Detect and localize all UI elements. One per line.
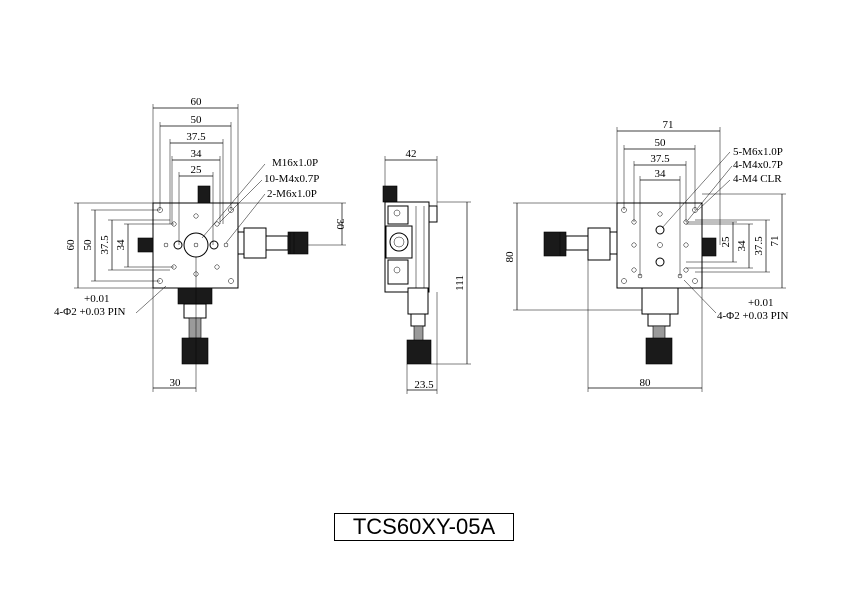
side-width: 42 [406, 148, 417, 160]
right-plate [616, 202, 703, 289]
left-pin-tol: +0.01 [84, 293, 109, 305]
right-w0: 71 [663, 119, 674, 131]
left-h0: 60 [65, 239, 77, 251]
right-pin-tol: +0.01 [748, 297, 773, 309]
right-callout-m6: 5-M6x1.0P [733, 146, 783, 158]
left-h1: 50 [82, 239, 94, 251]
left-callout-m4: 10-M4x0.7P [264, 173, 319, 185]
right-left-height: 80 [504, 251, 516, 263]
left-width-dims [152, 104, 239, 245]
left-mount-holes [157, 207, 234, 284]
left-callout-m16: M16x1.0P [272, 157, 318, 169]
left-height-dims [74, 202, 346, 289]
side-bottom: 23.5 [414, 379, 434, 391]
right-h1: 34 [736, 240, 748, 252]
right-side-knob [701, 237, 717, 257]
right-callout-leaders [661, 151, 733, 314]
left-w1: 50 [191, 114, 203, 126]
left-h2: 37.5 [99, 235, 111, 255]
right-w3: 34 [655, 168, 667, 180]
right-left-micrometer [543, 227, 618, 261]
side-top-knob [382, 185, 398, 203]
left-bottom-micrometer [177, 287, 213, 365]
left-callout-leaders [135, 163, 266, 314]
left-w4: 25 [191, 164, 203, 176]
right-height-dims [686, 193, 786, 289]
right-bottom-width: 80 [640, 377, 652, 389]
left-top-knob [197, 185, 211, 204]
left-side-knob [137, 237, 154, 253]
left-h3: 34 [115, 239, 127, 251]
left-center-hole [183, 232, 209, 258]
side-height: 111 [454, 275, 466, 291]
right-h2: 37.5 [753, 236, 765, 256]
right-h0: 25 [720, 236, 732, 248]
right-w1: 50 [655, 137, 667, 149]
left-w2: 37.5 [186, 131, 206, 143]
left-pin-label: 4-Φ2 +0.03 PIN [54, 306, 125, 318]
right-width-dims [616, 127, 721, 276]
right-callout-m4: 4-M4x0.7P [733, 159, 783, 171]
left-bottom-offset: 30 [170, 377, 182, 389]
left-right-height: 30 [334, 219, 346, 231]
right-h3: 71 [769, 236, 781, 247]
right-bottom-micrometer [641, 287, 679, 365]
left-callout-m6: 2-M6x1.0P [267, 188, 317, 200]
left-view: 60 50 37.5 34 25 60 50 37.5 34 30 [54, 96, 346, 392]
left-right-micrometer [237, 227, 309, 259]
right-w2: 37.5 [650, 153, 670, 165]
right-callout-clr: 4-M4 CLR [733, 173, 782, 185]
left-w0: 60 [191, 96, 203, 108]
right-pin-label: 4-Φ2 +0.03 PIN [717, 310, 788, 322]
model-title: TCS60XY-05A [334, 513, 514, 541]
side-view: 42 111 23.5 [382, 148, 471, 394]
right-view: 71 50 37.5 34 25 34 37.5 71 80 [504, 119, 788, 392]
left-w3: 34 [191, 148, 203, 160]
right-mount-holes [621, 207, 698, 284]
side-micrometer-knob [406, 339, 432, 365]
